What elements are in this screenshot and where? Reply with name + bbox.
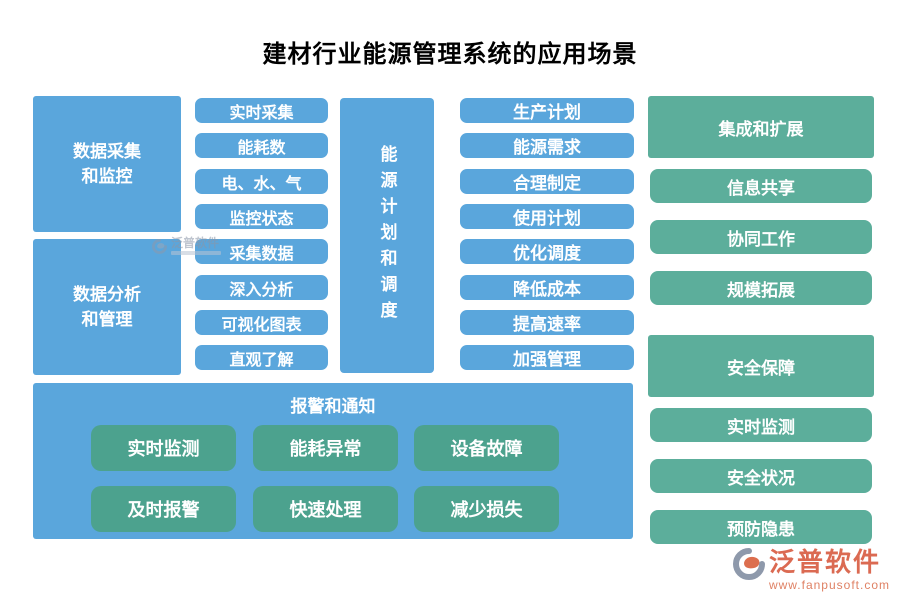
watermark-subline bbox=[171, 251, 221, 255]
pill-col-a-3: 电、水、气 bbox=[193, 167, 330, 196]
pill-col-b-1: 生产计划 bbox=[458, 96, 636, 125]
pill-col-b-5: 优化调度 bbox=[458, 237, 636, 266]
pill-col-a-4: 监控状态 bbox=[193, 202, 330, 231]
brand-url: www.fanpusoft.com bbox=[768, 577, 890, 592]
box-alert-notification: 报警和通知 实时监测 能耗异常 设备故障 及时报警 快速处理 减少损失 bbox=[33, 383, 633, 539]
pill-col-a-1: 实时采集 bbox=[193, 96, 330, 125]
pill-col-b-3: 合理制定 bbox=[458, 167, 636, 196]
alert-btn-realtime-monitor: 实时监测 bbox=[91, 425, 236, 471]
pill-col-a-2: 能耗数 bbox=[193, 131, 330, 160]
alert-btn-timely-alarm: 及时报警 bbox=[91, 486, 236, 532]
pill-col-a-6: 深入分析 bbox=[193, 273, 330, 302]
right-pill-realtime-monitor: 实时监测 bbox=[648, 406, 874, 444]
brand-logo: 泛普软件 www.fanpusoft.com bbox=[732, 547, 890, 592]
box-label: 数据采集 和监控 bbox=[73, 141, 141, 187]
watermark: 泛普软件 bbox=[152, 237, 221, 255]
alert-btn-reduce-loss: 减少损失 bbox=[414, 486, 559, 532]
pill-col-a-7: 可视化图表 bbox=[193, 308, 330, 337]
right-pill-info-sharing: 信息共享 bbox=[648, 167, 874, 205]
alert-btn-equipment-fault: 设备故障 bbox=[414, 425, 559, 471]
pill-col-a-8: 直观了解 bbox=[193, 343, 330, 372]
box-label: 能源计划和调度 bbox=[377, 144, 397, 327]
box-data-collection-monitoring: 数据采集 和监控 bbox=[33, 96, 181, 232]
alert-btn-fast-handling: 快速处理 bbox=[253, 486, 398, 532]
pill-col-b-8: 加强管理 bbox=[458, 343, 636, 372]
pill-col-b-4: 使用计划 bbox=[458, 202, 636, 231]
box-data-analysis-management: 数据分析 和管理 bbox=[33, 239, 181, 375]
box-energy-plan-scheduling: 能源计划和调度 bbox=[340, 98, 434, 373]
watermark-logo-icon bbox=[152, 238, 167, 254]
alert-section-title: 报警和通知 bbox=[290, 397, 376, 416]
right-pill-collaboration: 协同工作 bbox=[648, 218, 874, 256]
right-pill-safety-status: 安全状况 bbox=[648, 457, 874, 495]
right-pill-hazard-prevention: 预防隐患 bbox=[648, 508, 874, 546]
right-pill-scale-expansion: 规模拓展 bbox=[648, 269, 874, 307]
watermark-text: 泛普软件 bbox=[171, 236, 220, 250]
pill-col-b-7: 提高速率 bbox=[458, 308, 636, 337]
pill-col-b-2: 能源需求 bbox=[458, 131, 636, 160]
header-safety-guarantee: 安全保障 bbox=[648, 335, 874, 397]
alert-btn-energy-anomaly: 能耗异常 bbox=[253, 425, 398, 471]
page-title: 建材行业能源管理系统的应用场景 bbox=[262, 41, 638, 68]
box-label: 数据分析 和管理 bbox=[73, 284, 141, 330]
pill-col-a-5: 采集数据 bbox=[193, 237, 330, 266]
header-integration-expansion: 集成和扩展 bbox=[648, 96, 874, 158]
brand-name: 泛普软件 bbox=[768, 547, 881, 577]
pill-col-b-6: 降低成本 bbox=[458, 273, 636, 302]
brand-logo-icon bbox=[732, 548, 765, 580]
